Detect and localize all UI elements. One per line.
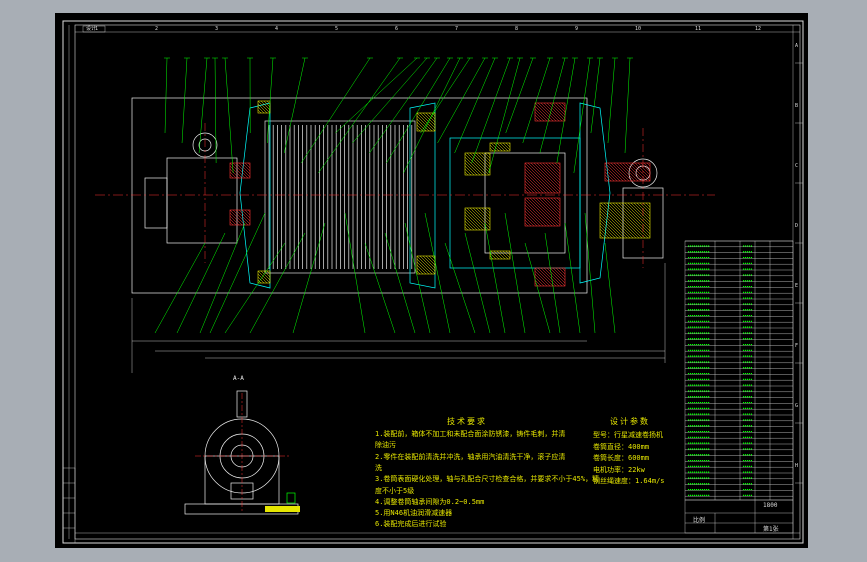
- left-grid-label: E: [795, 283, 799, 289]
- top-grid-label: 12: [755, 26, 762, 32]
- design-param-line: 电机功率：22kw: [593, 465, 645, 474]
- top-grid-label: 10: [635, 26, 642, 32]
- revision-block: [62, 467, 76, 544]
- top-left-tag-box: [82, 25, 106, 33]
- left-grid-label: C: [795, 163, 799, 169]
- top-grid-label: 8: [515, 26, 519, 32]
- left-grid-label: B: [795, 103, 799, 109]
- left-grid-label: G: [795, 403, 799, 409]
- hatched-part: [524, 197, 561, 227]
- top-left-tag: 设计: [86, 26, 97, 32]
- parts-list-table: [684, 240, 794, 501]
- left-grid-label: F: [795, 343, 799, 349]
- title-block: [684, 499, 794, 534]
- drawing-number: 1800: [763, 502, 778, 509]
- hatched-part: [229, 209, 251, 226]
- top-grid-label: 11: [695, 26, 702, 32]
- tech-requirement-line: 除油污: [375, 441, 396, 450]
- tech-requirement-line: 2.零件在装配前清洗并冲洗，轴承用汽油清洗干净，滚子应清: [375, 452, 566, 461]
- design-params-title: 设计参数: [610, 417, 650, 426]
- section-label: A-A: [233, 375, 244, 382]
- drawing-sheet: 设计 A-A 技术要求 1.装配前，箱体不加工和未配合面涂防锈漆，铸件毛刺，并清…: [55, 13, 808, 548]
- tech-requirement-line: 洗: [375, 463, 382, 472]
- dimension-lines: [131, 263, 666, 373]
- top-grid-label: 5: [335, 26, 339, 32]
- design-param-line: 钢丝绳速度：1.64m/s: [593, 477, 665, 485]
- sheet-label: 第1张: [763, 526, 779, 533]
- design-param-line: 型号：行星减速卷扬机: [593, 431, 663, 439]
- tech-requirements-title: 技术要求: [447, 417, 487, 426]
- tech-requirement-line: 5.用N46机油润滑减速器: [375, 509, 453, 518]
- scale-label: 比例: [693, 517, 706, 524]
- top-grid-label: 6: [395, 26, 399, 32]
- cad-drawing-canvas: [62, 20, 804, 544]
- part-callout-leaders: [154, 57, 633, 334]
- hatched-sections: [229, 100, 651, 287]
- left-grid-label: H: [795, 463, 799, 469]
- design-param-line: 卷筒长度：600mm: [593, 454, 650, 462]
- top-grid-label: 1: [95, 26, 99, 32]
- left-grid-label: D: [795, 223, 799, 229]
- design-param-line: 卷筒直径：400mm: [593, 442, 650, 451]
- tech-requirement-line: 度不小于5级: [375, 486, 415, 495]
- top-grid-label: 4: [275, 26, 279, 32]
- section-view-aa: [184, 390, 300, 515]
- tech-requirement-line: 6.装配完成后进行试验: [375, 520, 447, 529]
- top-grid-label: 2: [155, 26, 159, 32]
- top-grid-label: 3: [215, 26, 219, 32]
- hatched-part: [229, 162, 251, 179]
- main-assembly-view: [131, 97, 664, 294]
- tech-requirement-line: 1.装配前，箱体不加工和未配合面涂防锈漆，铸件毛刺，并清: [375, 430, 566, 438]
- left-grid-label: A: [795, 43, 799, 49]
- top-grid-label: 9: [575, 26, 579, 32]
- top-grid-label: 7: [455, 26, 459, 32]
- tech-requirement-line: 4.调整卷筒轴承间隙为0.2~0.5mm: [375, 497, 485, 506]
- tech-requirement-line: 3.卷筒表面硬化处理，轴与孔配合尺寸检查合格，并要求不小于45%，精: [375, 475, 600, 484]
